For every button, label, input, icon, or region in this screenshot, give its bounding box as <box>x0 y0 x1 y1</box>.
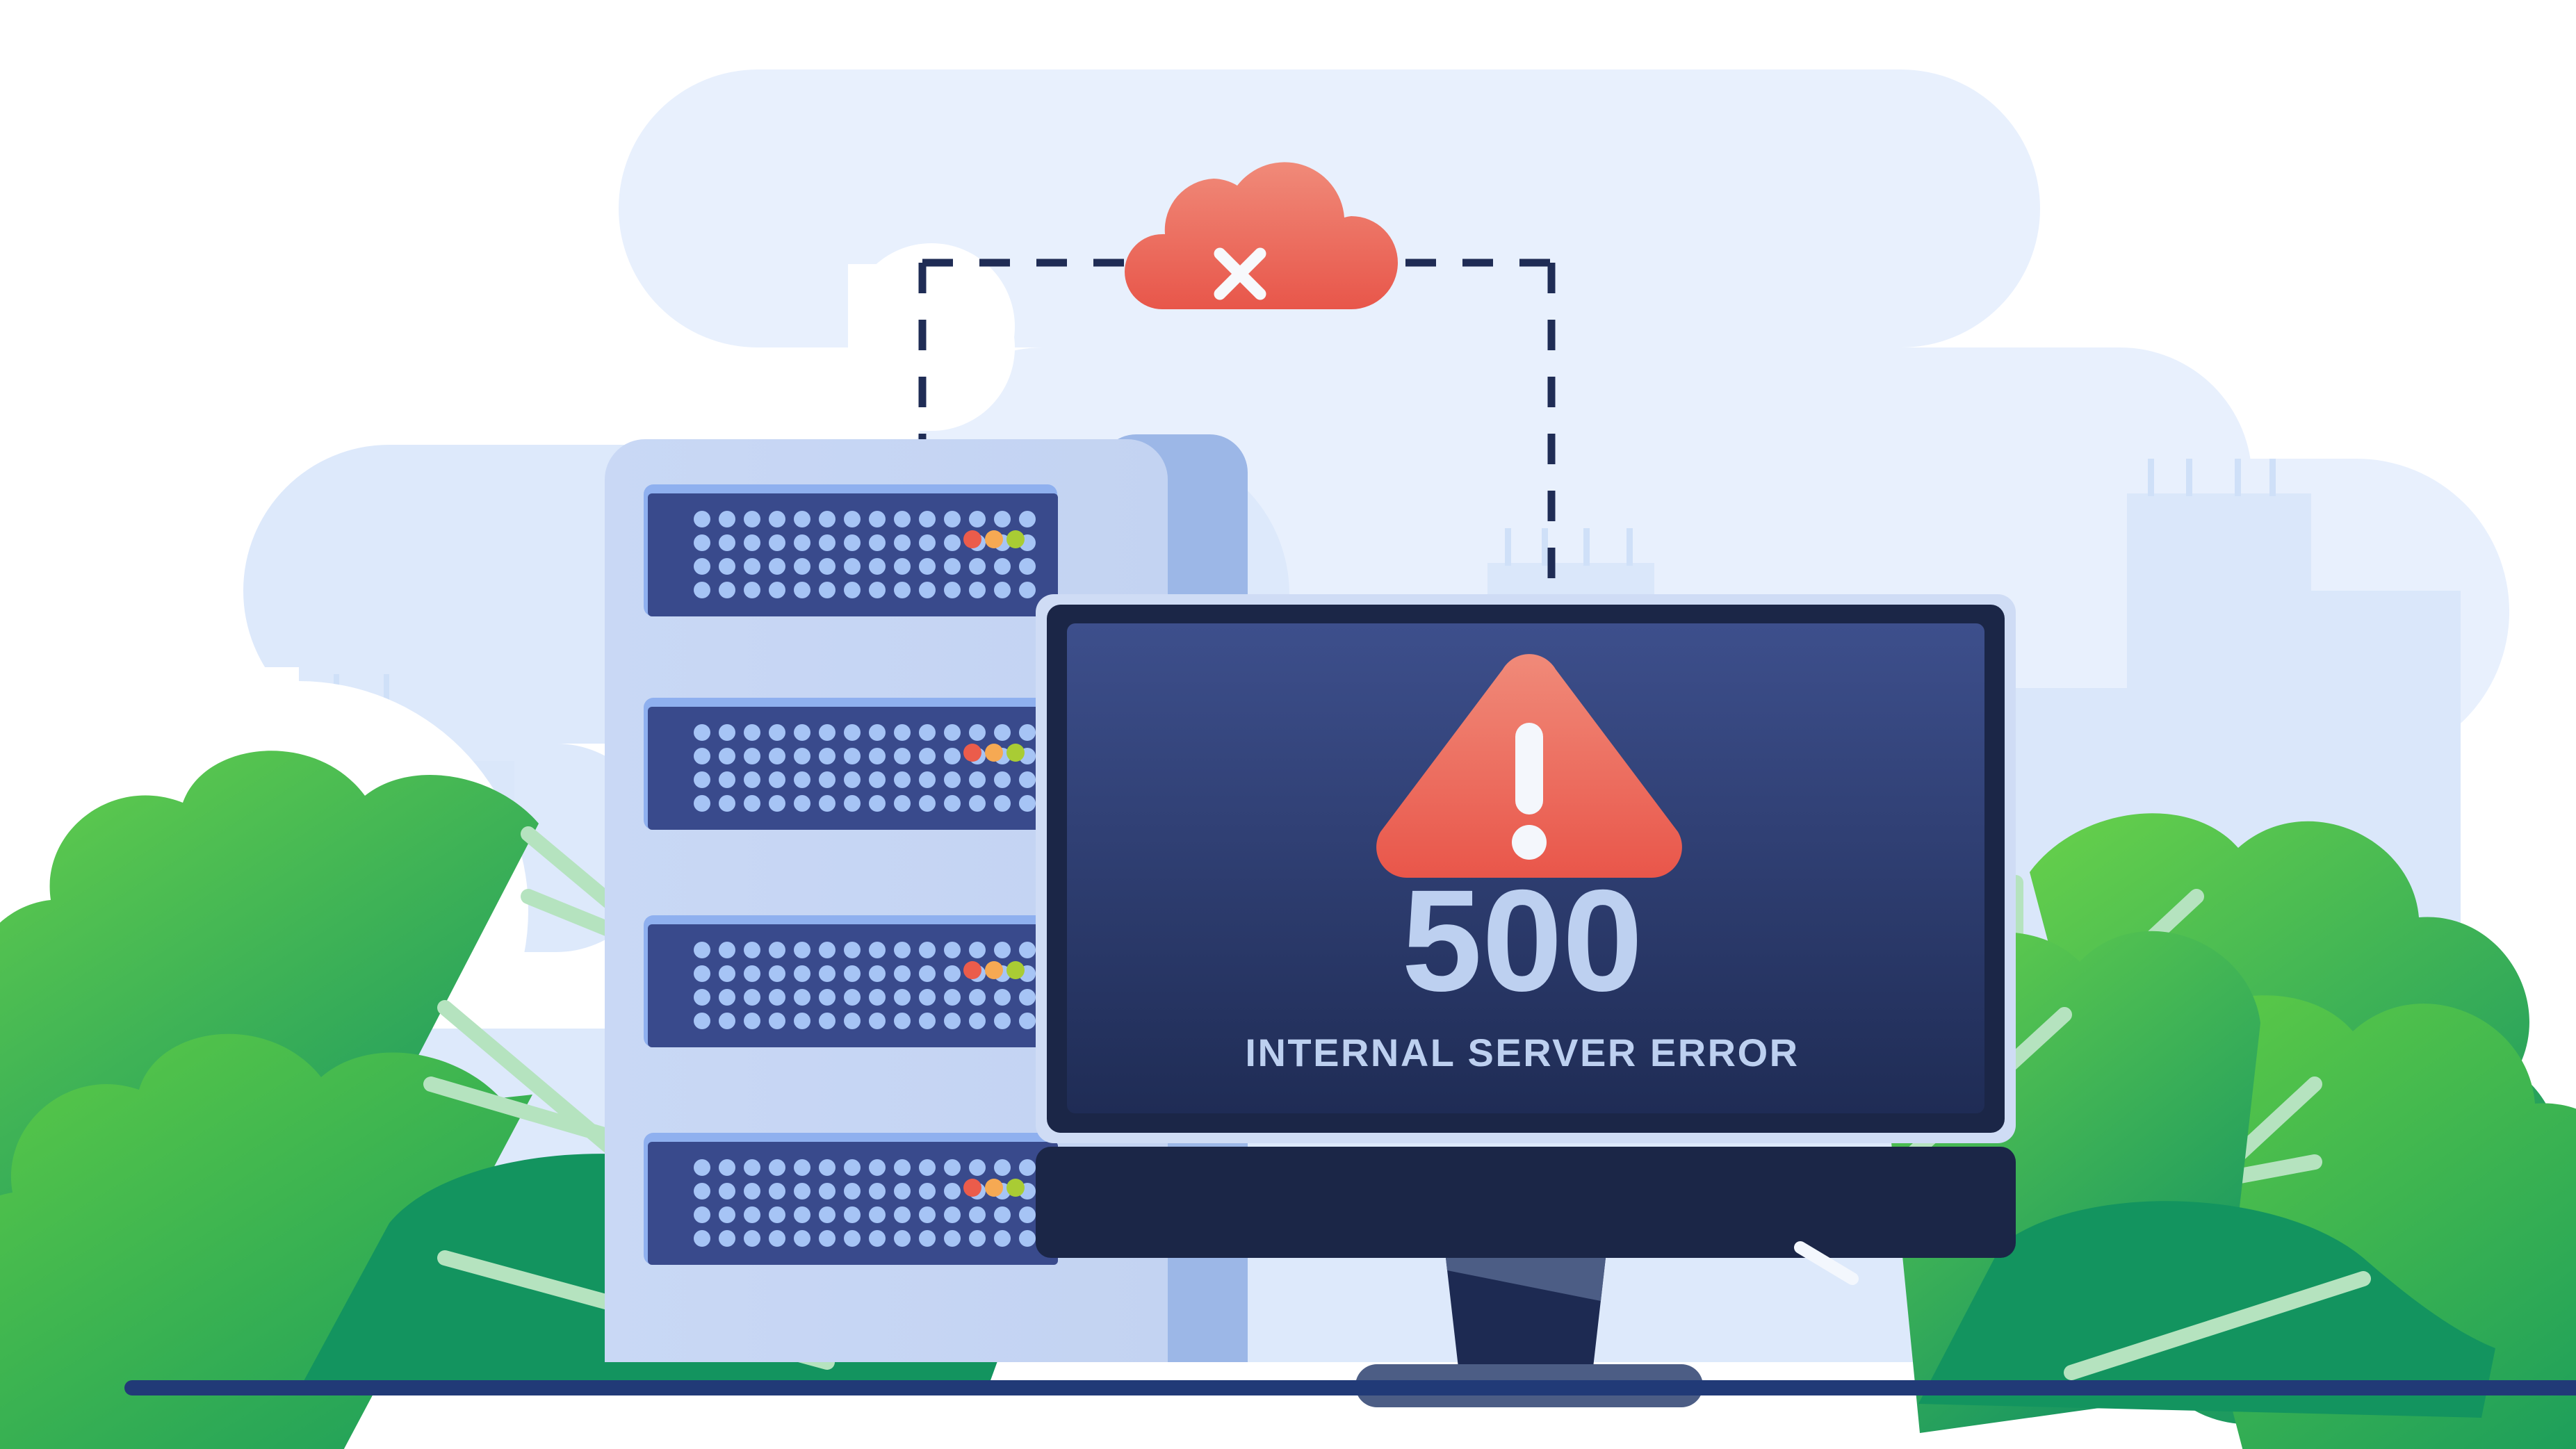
warning-triangle-icon <box>1376 654 1682 878</box>
vent-dots <box>694 942 1036 1029</box>
exclamation-bar <box>1515 723 1543 814</box>
led-red <box>963 961 981 979</box>
server-unit-3[interactable] <box>644 915 1058 1047</box>
vent-dots <box>694 1159 1036 1247</box>
led-red <box>963 530 981 548</box>
error-code: 500 <box>1401 860 1643 1022</box>
monitor-base-bar <box>1036 1147 2016 1258</box>
led-amber <box>985 961 1003 979</box>
monitor[interactable] <box>1036 594 2016 1407</box>
led-green <box>1006 1179 1025 1197</box>
led-red <box>963 1179 981 1197</box>
server-unit-1[interactable] <box>644 484 1058 616</box>
vent-dots <box>694 511 1036 598</box>
led-green <box>1006 961 1025 979</box>
led-amber <box>985 1179 1003 1197</box>
error-code-wrap: 500 <box>1043 869 2002 1013</box>
led-red <box>963 744 981 762</box>
led-green <box>1006 744 1025 762</box>
led-amber <box>985 530 1003 548</box>
monitor-stand-highlight <box>1446 1258 1606 1301</box>
cloud-error-icon[interactable] <box>1125 162 1398 309</box>
server-unit-4[interactable] <box>644 1133 1058 1265</box>
close-x-icon <box>1214 247 1266 300</box>
leaf-veins <box>2064 1271 2371 1380</box>
rack-cabinet <box>605 439 1168 1362</box>
error-label: INTERNAL SERVER ERROR <box>1245 1031 1800 1074</box>
error-label-wrap: INTERNAL SERVER ERROR <box>1043 1030 2002 1075</box>
server-unit-2[interactable] <box>644 698 1058 830</box>
glint-icon <box>1794 1241 1859 1285</box>
plant-right <box>1877 813 2576 1449</box>
led-amber <box>985 744 1003 762</box>
led-green <box>1006 530 1025 548</box>
exclamation-dot <box>1512 825 1547 860</box>
